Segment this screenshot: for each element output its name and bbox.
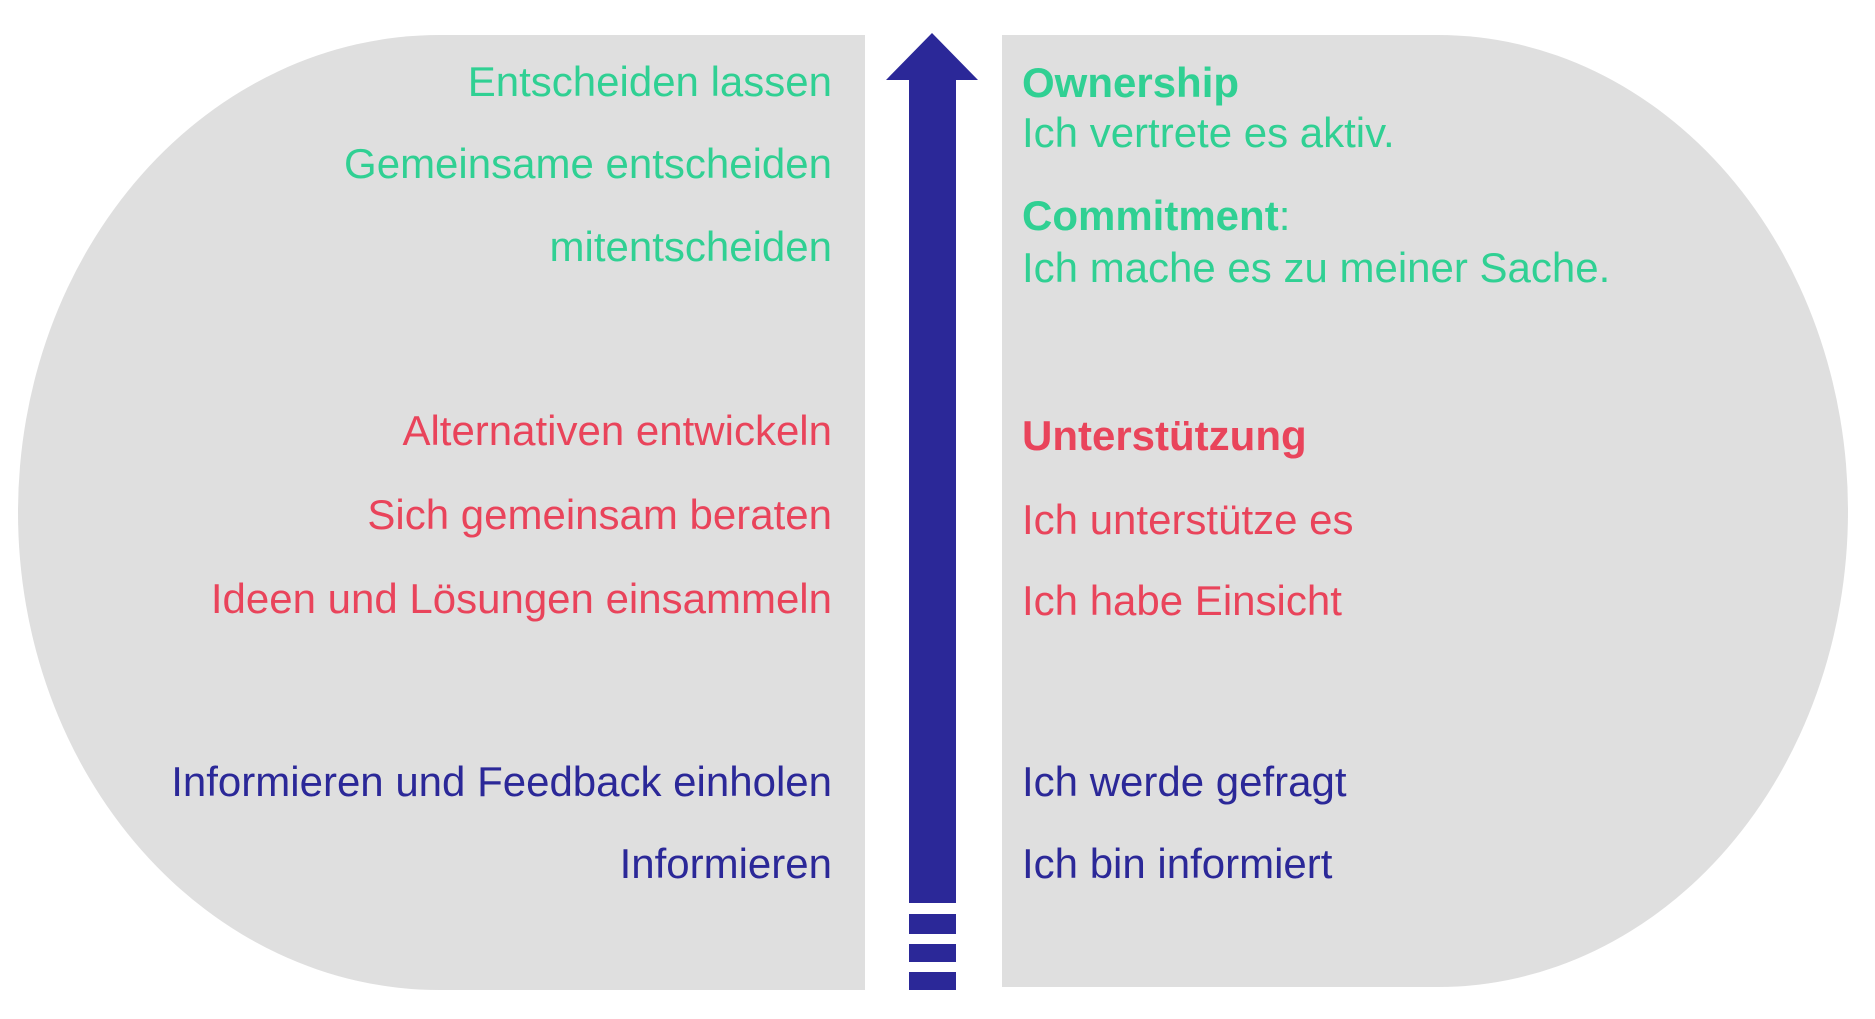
left-red-item-2: Sich gemeinsam beraten bbox=[367, 491, 832, 538]
left-navy-item-2: Informieren bbox=[619, 840, 832, 887]
left-red-item-3: Ideen und Lösungen einsammeln bbox=[210, 575, 832, 622]
right-navy-item-2: Ich bin informiert bbox=[1022, 840, 1333, 887]
right-red-item-1: Ich unterstütze es bbox=[1022, 496, 1354, 543]
arrow-tail-segment-1 bbox=[909, 914, 956, 934]
left-green-item-2: Gemeinsame entscheiden bbox=[344, 140, 832, 187]
arrow-tail-segment-3 bbox=[909, 972, 956, 990]
commitment-colon: : bbox=[1278, 192, 1291, 239]
arrow-head bbox=[886, 33, 978, 80]
left-panel-involvement-levels bbox=[18, 35, 865, 990]
left-green-item-1: Entscheiden lassen bbox=[467, 58, 832, 105]
left-navy-item-1: Informieren und Feedback einholen bbox=[171, 758, 832, 805]
arrow-shaft bbox=[909, 79, 956, 903]
ownership-text: Ich vertrete es aktiv. bbox=[1022, 109, 1395, 156]
right-navy-item-1: Ich werde gefragt bbox=[1022, 758, 1347, 805]
right-panel-engagement-outcomes bbox=[1002, 35, 1848, 987]
left-red-item-1: Alternativen entwickeln bbox=[402, 407, 832, 454]
support-heading: Unterstützung bbox=[1022, 412, 1307, 459]
ownership-heading: Ownership bbox=[1022, 59, 1240, 106]
left-green-item-3: mitentscheiden bbox=[549, 223, 833, 270]
right-red-item-2: Ich habe Einsicht bbox=[1022, 577, 1342, 624]
commitment-text: Ich mache es zu meiner Sache. bbox=[1022, 244, 1611, 291]
arrow-tail-segment-2 bbox=[909, 944, 956, 962]
commitment-heading: Commitment bbox=[1022, 192, 1279, 239]
commitment-line: Commitment: bbox=[1022, 195, 1290, 237]
